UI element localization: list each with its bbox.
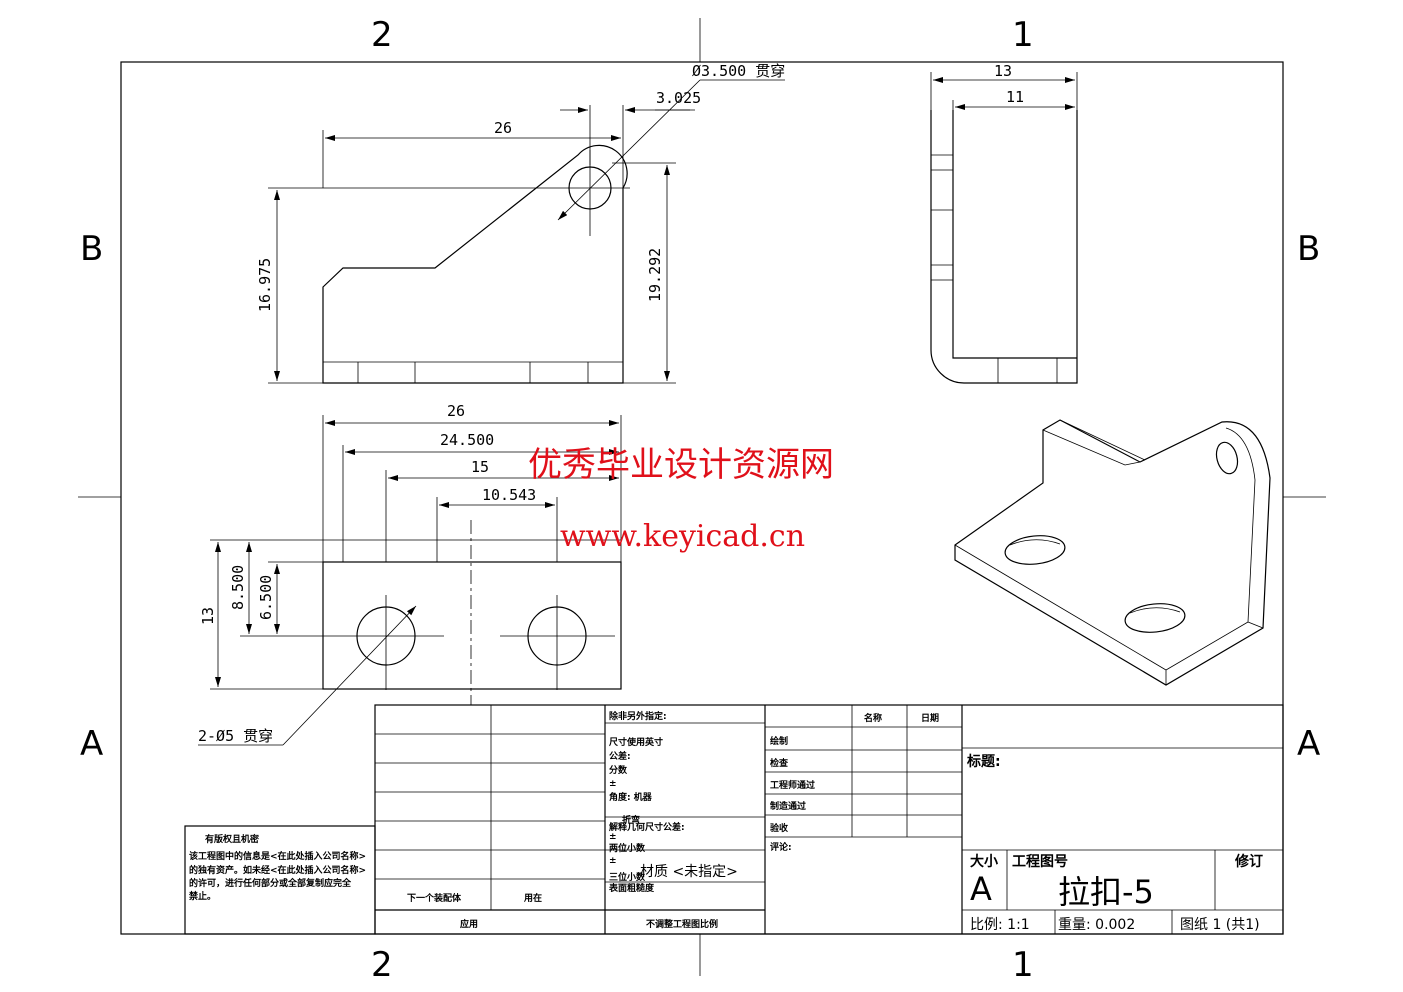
proprietary-line-4: 禁止。 bbox=[189, 890, 216, 902]
drawing-frame bbox=[120, 61, 1284, 935]
weight-label: 重量: 0.002 bbox=[1058, 917, 1135, 933]
dim-side-inner: 11 bbox=[1006, 88, 1024, 106]
drawn-label: 绘制 bbox=[770, 735, 788, 747]
isometric-view bbox=[954, 419, 1271, 686]
zone-right-b: B bbox=[1297, 229, 1320, 269]
next-assembly-label: 下一个装配体 bbox=[407, 892, 462, 904]
zone-bottom-right: 1 bbox=[1012, 945, 1034, 985]
proprietary-line-2: 的独有资产。如未经<在此处插入公司名称> bbox=[189, 864, 366, 876]
size-value: A bbox=[970, 870, 992, 908]
top-hole-callout: 2-Ø5 贯穿 bbox=[198, 727, 273, 745]
checked-label: 检查 bbox=[770, 757, 789, 769]
dim-side-outer: 13 bbox=[994, 62, 1012, 80]
zone-top-left: 2 bbox=[371, 15, 393, 55]
side-view: 13 11 bbox=[930, 62, 1078, 384]
zone-top-right: 1 bbox=[1012, 15, 1034, 55]
bend-label: 折弯 bbox=[622, 814, 640, 826]
application-label: 应用 bbox=[460, 918, 478, 930]
watermark-title: 优秀毕业设计资源网 bbox=[528, 445, 834, 485]
material-label: 材质 <未指定> bbox=[640, 864, 738, 880]
zone-right-a: A bbox=[1297, 724, 1320, 764]
name-header: 名称 bbox=[864, 712, 882, 724]
dim-right-height: 19.292 bbox=[646, 248, 664, 302]
two-place-label: 两位小数 bbox=[609, 842, 646, 854]
comments-label: 评论: bbox=[770, 841, 792, 853]
dim-top-8-5: 8.500 bbox=[229, 565, 247, 610]
size-label: 大小 bbox=[970, 853, 998, 870]
fraction-label: 分数 bbox=[609, 764, 628, 776]
dim-front-width: 26 bbox=[494, 119, 512, 137]
qa-label: 验收 bbox=[770, 822, 788, 834]
scale-label: 比例: 1:1 bbox=[970, 917, 1030, 933]
top-view: 26 24.500 15 10.543 13 8.500 6.500 2-Ø5 … bbox=[198, 402, 622, 746]
dim-left-height: 16.975 bbox=[256, 258, 274, 312]
proprietary-line-3: 的许可，进行任何部分或全部复制应完全 bbox=[189, 877, 352, 889]
dim-hole-offset: 3.025 bbox=[656, 89, 701, 107]
dim-top-10-543: 10.543 bbox=[482, 486, 536, 504]
mfg-appr-label: 制造通过 bbox=[770, 800, 806, 812]
interp-label: 解释几何尺寸公差: bbox=[609, 821, 685, 833]
dim-top-13: 13 bbox=[199, 607, 217, 625]
sheet-label: 图纸 1 (共1) bbox=[1180, 917, 1260, 933]
date-header: 日期 bbox=[921, 712, 939, 724]
revision-label: 修订 bbox=[1234, 853, 1263, 870]
title-label: 标题: bbox=[966, 753, 1001, 770]
front-hole-callout: Ø3.500 贯穿 bbox=[692, 62, 785, 80]
two-place-pm: ± bbox=[609, 856, 617, 866]
proprietary-title: 有版权且机密 bbox=[205, 833, 259, 845]
tolerance-label: 公差: bbox=[609, 750, 631, 762]
zone-left-b: B bbox=[80, 229, 103, 269]
proprietary-line-1: 该工程图中的信息是<在此处插入公司名称> bbox=[189, 850, 366, 862]
used-on-label: 用在 bbox=[523, 892, 542, 904]
dim-top-15: 15 bbox=[471, 458, 489, 476]
dim-top-26: 26 bbox=[447, 402, 465, 420]
title-block bbox=[184, 704, 1284, 935]
unless-specified: 除非另外指定: bbox=[609, 710, 667, 722]
dwg-no-label: 工程图号 bbox=[1012, 854, 1068, 870]
front-view: 26 3.025 Ø3.500 贯穿 16.975 19.292 bbox=[256, 62, 785, 384]
dim-top-24-5: 24.500 bbox=[440, 431, 494, 449]
fraction-pm: ± bbox=[609, 779, 617, 789]
angle-label: 角度: 机器 bbox=[609, 791, 653, 803]
finish-label: 表面粗糙度 bbox=[608, 882, 655, 894]
zone-bottom-left: 2 bbox=[371, 945, 393, 985]
no-scale-label: 不调整工程图比例 bbox=[646, 918, 718, 930]
eng-appr-label: 工程师通过 bbox=[770, 779, 815, 791]
bend-pm: ± bbox=[609, 832, 617, 842]
dims-in-inches: 尺寸使用英寸 bbox=[609, 736, 663, 748]
drawing-number: 拉扣-5 bbox=[1058, 873, 1154, 911]
dim-top-6-5: 6.500 bbox=[257, 575, 275, 620]
watermark-url: www.keyicad.cn bbox=[560, 519, 805, 554]
zone-left-a: A bbox=[80, 724, 103, 764]
three-place-label: 三位小数 bbox=[609, 871, 646, 883]
